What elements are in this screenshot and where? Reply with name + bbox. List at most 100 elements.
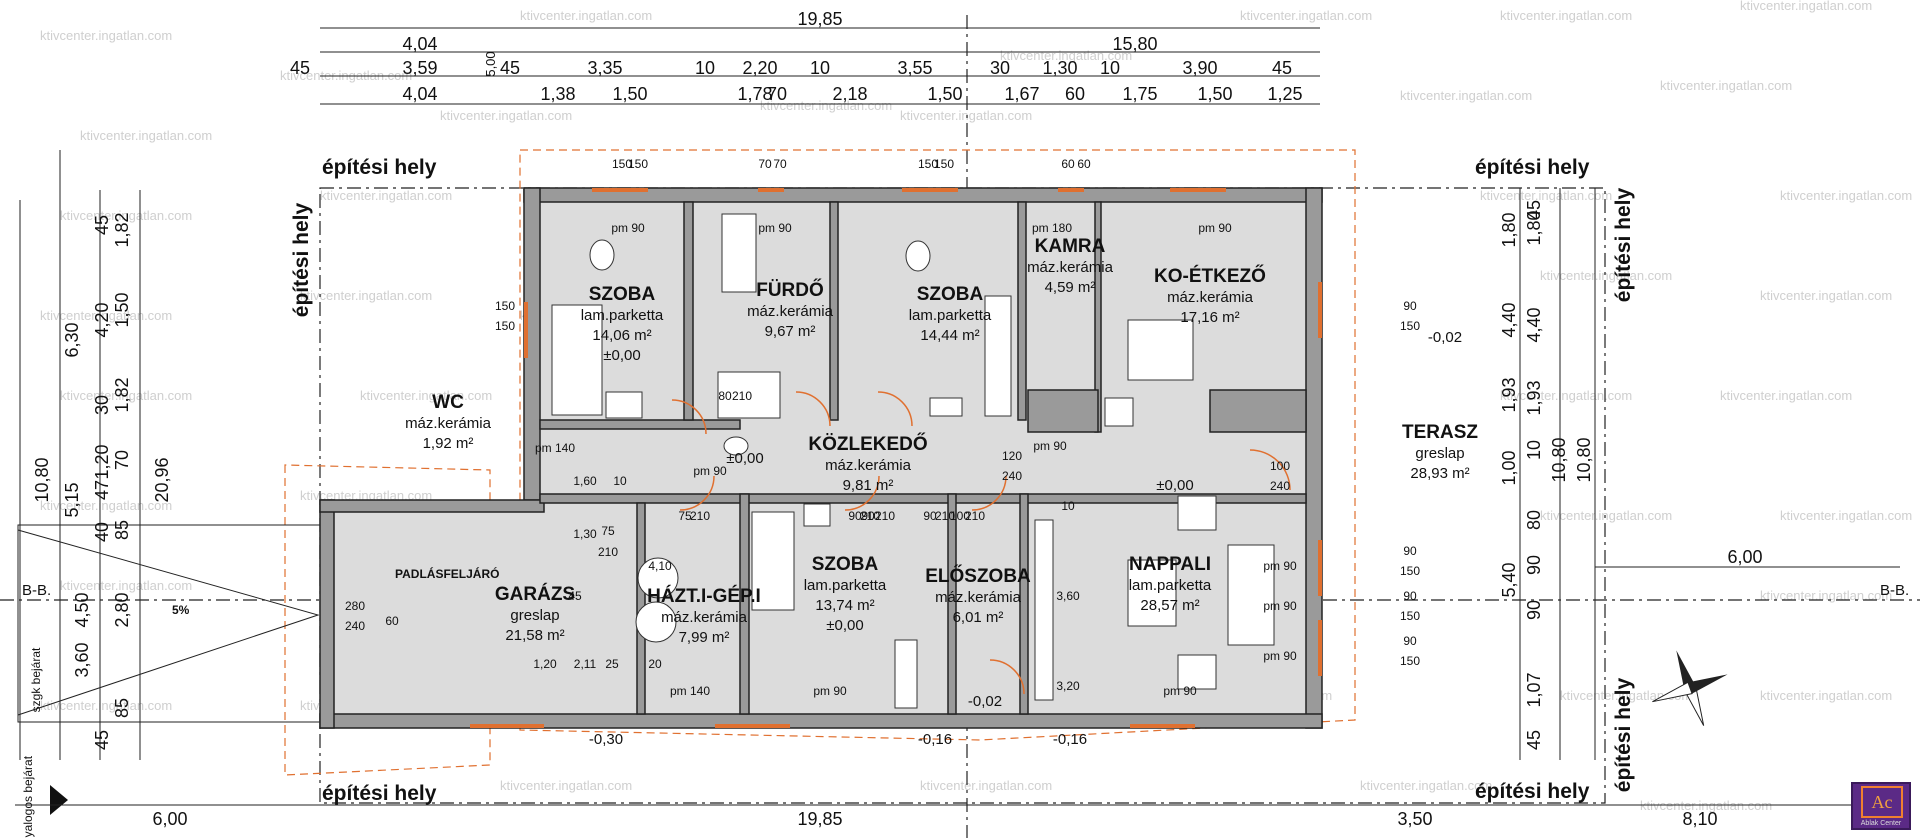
- sill-label: pm 90: [1263, 649, 1297, 663]
- wall-corridor-north: [539, 419, 741, 430]
- watermark-text: ktivcenter.ingatlan.com: [1540, 268, 1672, 283]
- site-label: építési hely: [322, 156, 437, 179]
- sill-label: pm 90: [1263, 559, 1297, 573]
- dim-top-row3-value: 1,50: [927, 84, 962, 104]
- watermark-text: ktivcenter.ingatlan.com: [1780, 188, 1912, 203]
- room-material: máz.kerámia: [661, 609, 748, 626]
- doors: [671, 391, 1291, 695]
- dim-right-v1: 1,00: [1499, 450, 1519, 485]
- opening-label: 210: [598, 545, 618, 559]
- opening-label: 210: [965, 509, 985, 523]
- opening-label: 240: [1270, 479, 1290, 493]
- opening-label: 1,60: [573, 474, 597, 488]
- dim-top-vertical: 5,00: [483, 51, 498, 76]
- room-area: 28,93 m²: [1410, 465, 1469, 482]
- opening-label: 10: [1061, 499, 1075, 513]
- sill-label: pm 90: [1033, 439, 1067, 453]
- watermark-text: ktivcenter.ingatlan.com: [920, 778, 1052, 793]
- dim-right-v1: 5,40: [1499, 562, 1519, 597]
- room-material: greslap: [510, 607, 559, 624]
- watermark-text: ktivcenter.ingatlan.com: [1760, 588, 1892, 603]
- dim-left-inner: 4,20: [92, 302, 112, 337]
- dim-top-row2-value: 3,35: [587, 58, 622, 78]
- room-name: FÜRDŐ: [756, 279, 824, 301]
- sill-label: pm 90: [1263, 599, 1297, 613]
- opening-label: 60: [1061, 157, 1075, 171]
- opening-label: 150: [918, 157, 938, 171]
- watermark-text: ktivcenter.ingatlan.com: [1360, 778, 1492, 793]
- dim-top-row2-value: 3,59: [402, 58, 437, 78]
- room-area: 17,16 m²: [1180, 309, 1239, 326]
- sill-label: pm 90: [758, 221, 792, 235]
- room-material: máz.kerámia: [1027, 259, 1114, 276]
- opening-label: 70: [758, 157, 772, 171]
- opening-label: 60: [385, 614, 399, 628]
- watermark-text: ktivcenter.ingatlan.com: [1500, 388, 1632, 403]
- dim-top-row3-value: 1,67: [1004, 84, 1039, 104]
- room-level: ±0,00: [826, 617, 863, 634]
- opening-label: 210: [875, 509, 895, 523]
- room-material: lam.parketta: [1129, 577, 1212, 594]
- watermark-text: ktivcenter.ingatlan.com: [60, 578, 192, 593]
- dim-bottom-value: 3,50: [1397, 809, 1432, 829]
- room-material: lam.parketta: [581, 307, 664, 324]
- opening-label: 150: [495, 319, 515, 333]
- dim-left-mid: 4,50: [72, 592, 92, 627]
- opening-label: 90: [1403, 634, 1417, 648]
- room-name: NAPPALI: [1129, 554, 1211, 575]
- level-mark: -0,02: [1428, 329, 1462, 346]
- dim-right-v1: 1,80: [1499, 212, 1519, 247]
- entry-arrow: [50, 785, 68, 815]
- roof-outline: [519, 149, 1356, 741]
- dimension-lines: [15, 27, 1905, 806]
- opening-label: 20: [648, 657, 662, 671]
- room-material: máz.kerámia: [1167, 289, 1254, 306]
- watermark-text: ktivcenter.ingatlan.com: [320, 188, 452, 203]
- watermark-text: ktivcenter.ingatlan.com: [1540, 508, 1672, 523]
- dim-right-v2: 80: [1524, 510, 1544, 530]
- watermark-text: ktivcenter.ingatlan.com: [1780, 508, 1912, 523]
- wall-2: [829, 201, 839, 421]
- opening-label: 2,11: [574, 657, 597, 671]
- room-material: máz.kerámia: [935, 589, 1022, 606]
- dim-left-inner2: 1,82: [112, 212, 132, 247]
- padlas-label: PADLÁSFELJÁRÓ: [395, 566, 499, 581]
- dim-left-inner: 45: [92, 215, 112, 235]
- room-name: HÁZT.I-GÉP.I: [647, 585, 761, 607]
- room-area: 4,59 m²: [1045, 279, 1096, 296]
- watermark-text: ktivcenter.ingatlan.com: [1720, 388, 1852, 403]
- watermark-text: ktivcenter.ingatlan.com: [60, 388, 192, 403]
- dim-left-inner2: 85: [112, 520, 132, 540]
- dim-top-row2-value: 2,20: [742, 58, 777, 78]
- dim-top-row2-value: 10: [1100, 58, 1120, 78]
- room-material: máz.kerámia: [405, 415, 492, 432]
- dim-right-v2: 4,40: [1524, 307, 1544, 342]
- sill-label: pm 90: [1198, 221, 1232, 235]
- watermark-text: ktivcenter.ingatlan.com: [40, 308, 172, 323]
- dim-top-row3-value: 1,50: [612, 84, 647, 104]
- dim-bottom-value: 19,85: [797, 809, 842, 829]
- opening-label: 150: [1400, 319, 1420, 333]
- opening-label: 210: [860, 509, 880, 523]
- dim-top-row3-value: 1,50: [1197, 84, 1232, 104]
- padlas-outline: [284, 464, 491, 776]
- room-name: KO-ÉTKEZŐ: [1154, 265, 1266, 287]
- dim-right-v2: 10: [1524, 440, 1544, 460]
- room-area: 28,57 m²: [1140, 597, 1199, 614]
- opening-label: 90: [848, 509, 862, 523]
- dim-right-v3: 10,80: [1574, 437, 1594, 482]
- watermark-text: ktivcenter.ingatlan.com: [440, 108, 572, 123]
- opening-label: 150: [1400, 564, 1420, 578]
- room-material: máz.kerámia: [747, 303, 834, 320]
- opening-label: 80: [718, 389, 732, 403]
- opening-label: 150: [495, 299, 515, 313]
- opening-label: 90: [1403, 299, 1417, 313]
- logo-caption: Ablak Center: [1860, 820, 1902, 827]
- logo-mark: Ac: [1861, 786, 1903, 818]
- room-material: lam.parketta: [909, 307, 992, 324]
- opening-label: 240: [345, 619, 365, 633]
- wall-kitchen: [1209, 389, 1307, 433]
